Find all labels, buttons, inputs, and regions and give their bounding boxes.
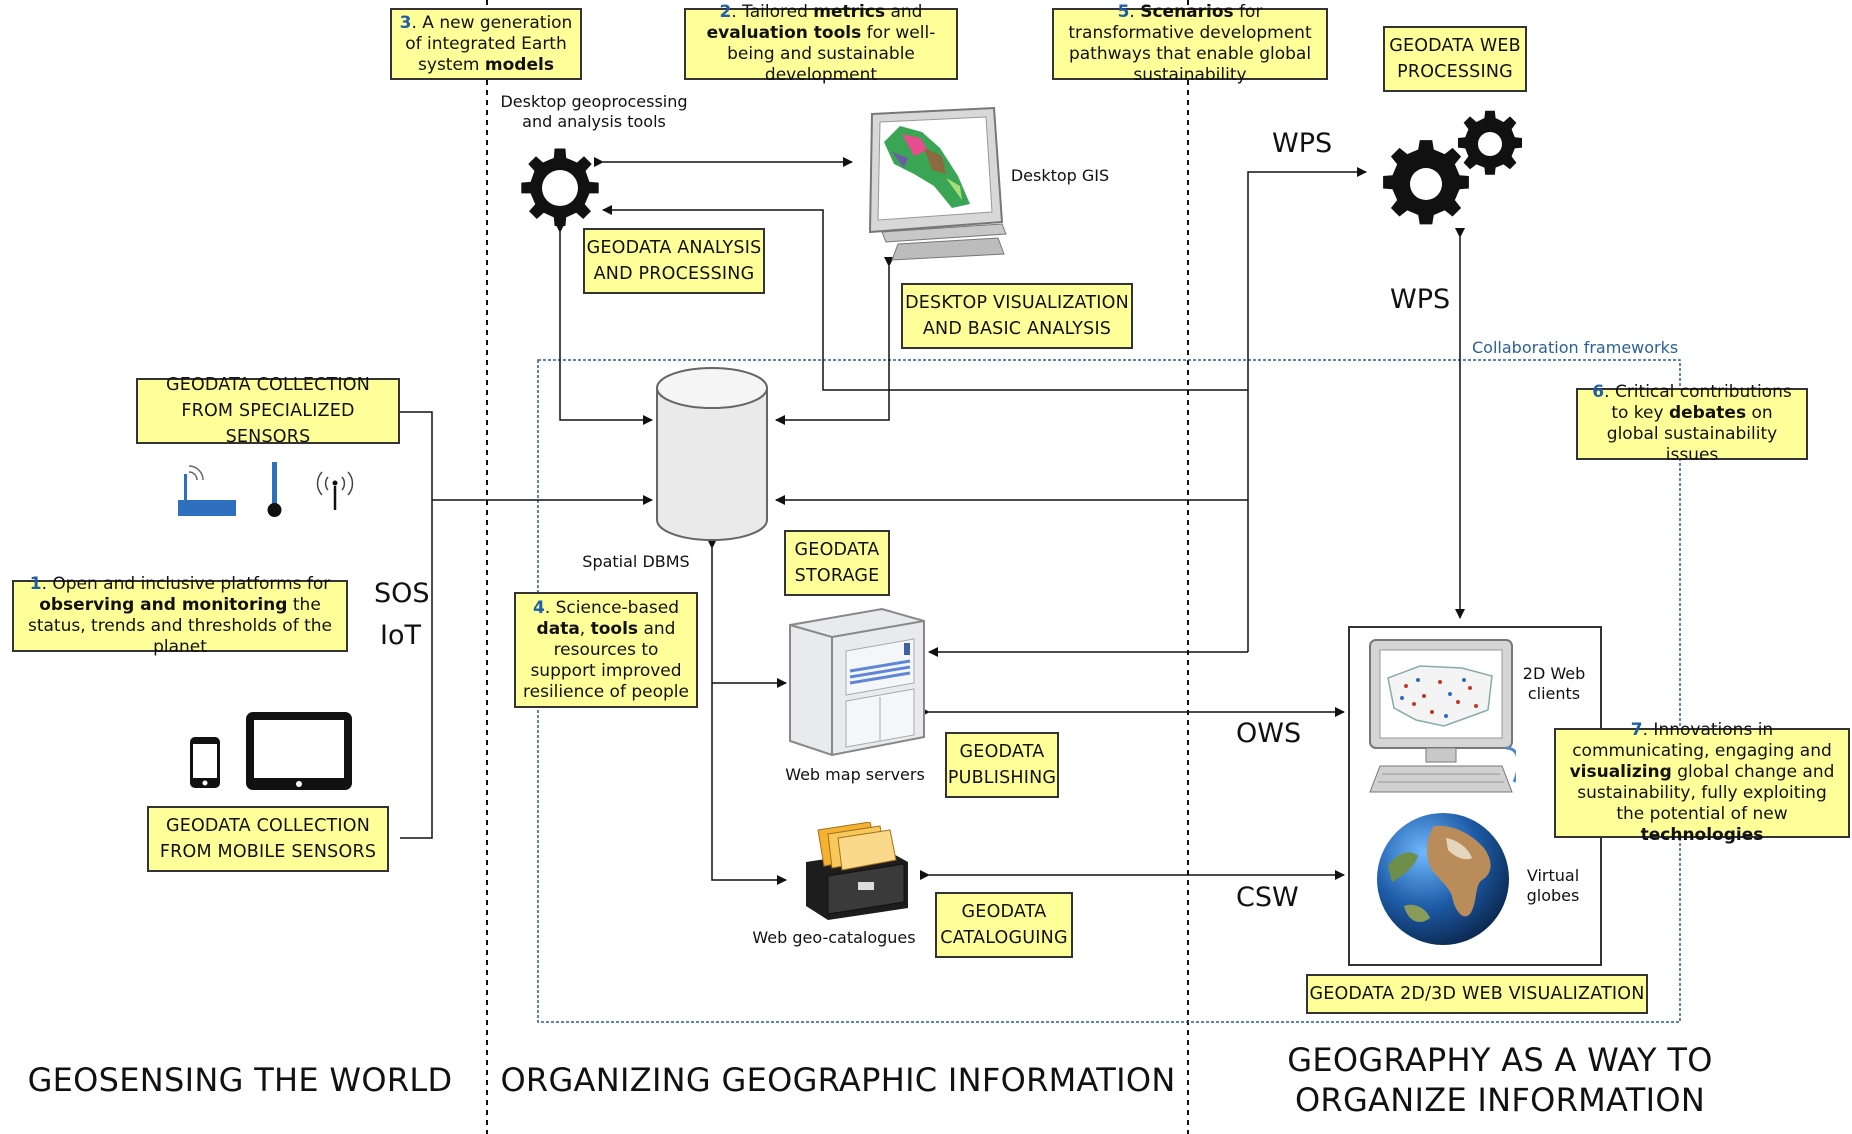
note-7-text-b: global change and sustainability, fully … [1577, 762, 1835, 824]
note-2-number: 2 [719, 2, 732, 22]
note-4-text-b: , [579, 618, 591, 639]
note-5-text-b: for transformative development pathways … [1068, 2, 1312, 85]
note-5: 5. Scenarios for transformative developm… [1052, 2, 1328, 85]
note-2: 2. Tailored metrics and evaluation tools… [684, 2, 958, 85]
csw-label: CSW [1236, 882, 1299, 913]
section-geography-line-1: GEOGRAPHY AS A WAY TO [1287, 1041, 1713, 1079]
web-clients-2d-label: 2D Web clients [1522, 664, 1586, 703]
smartphone-icon [190, 737, 220, 788]
note-6: 6. Critical contributions to key debates… [1576, 382, 1808, 465]
note-3-number: 3 [399, 12, 412, 33]
geodata-web-visualization-box: GEODATA 2D/3D WEB VISUALIZATION [1306, 974, 1648, 1014]
note-4-bold-a: data [536, 618, 580, 639]
note-4-text-a: . Science-based [544, 597, 679, 618]
note-2-bold-b: evaluation tools [706, 23, 862, 43]
note-6-text-a: . Critical contributions to key [1604, 382, 1792, 423]
spatial-dbms-label: Spatial DBMS [582, 552, 690, 571]
note-5-bold-a: Scenarios [1140, 2, 1234, 22]
note-7-number: 7 [1630, 720, 1643, 740]
section-geography-line-2: ORGANIZE INFORMATION [1294, 1081, 1706, 1119]
section-geosensing: GEOSENSING THE WORLD [27, 1061, 453, 1099]
note-3-text-a: . A new generation of integrated Earth s… [405, 12, 573, 75]
web-map-server-icon [789, 607, 925, 757]
note-6-number: 6 [1592, 382, 1605, 402]
web-geo-catalogues-label: Web geo-catalogues [752, 928, 916, 947]
virtual-globes-label: Virtual globes [1526, 866, 1580, 905]
iot-label: IoT [380, 620, 421, 651]
desktop-monitor-icon [868, 106, 1007, 261]
geodata-publishing-box: GEODATA PUBLISHING [945, 732, 1059, 798]
desktop-tools-label: Desktop geoprocessing and analysis tools [500, 92, 688, 131]
geodata-cataloguing-box: GEODATA CATALOGUING [935, 892, 1073, 958]
tablet-icon [246, 712, 352, 790]
database-icon [656, 367, 768, 541]
geodata-collection-specialized-box: GEODATA COLLECTION FROM SPECIALIZED SENS… [136, 375, 400, 447]
arrow-dbms-servers [707, 539, 787, 885]
note-4-bold-b: tools [590, 618, 639, 639]
geodata-storage-box: GEODATA STORAGE [784, 530, 890, 596]
note-4: 4. Science-based data, tools and resourc… [514, 592, 698, 708]
thermometer-icon [267, 462, 282, 517]
note-7: 7. Innovations in communicating, engagin… [1554, 720, 1850, 845]
web-map-servers-label: Web map servers [785, 765, 925, 784]
note-2-text-c: for well-being and sustainable developme… [727, 23, 936, 85]
note-1-text-a: . Open and inclusive platforms for [41, 574, 331, 594]
gear-icon [521, 148, 599, 226]
arrow-analysis-loop [602, 205, 1248, 391]
sos-label: SOS [374, 578, 430, 609]
note-5-text-a: . [1129, 2, 1141, 22]
desktop-visualization-box: DESKTOP VISUALIZATION AND BASIC ANALYSIS [901, 283, 1133, 349]
note-1-number: 1 [29, 574, 42, 594]
note-1-text-b: the status, trends and thresholds of the… [27, 595, 332, 657]
web-client-monitor-icon [1369, 639, 1516, 793]
arrow-gear-dbms [555, 223, 653, 425]
collaboration-frameworks-label: Collaboration frameworks [1472, 338, 1679, 357]
note-7-bold-a: visualizing [1569, 762, 1672, 782]
geodata-analysis-box: GEODATA ANALYSIS AND PROCESSING [583, 228, 765, 294]
note-2-text-a: . Tailored [731, 2, 814, 22]
note-3: 3. A new generation of integrated Earth … [390, 8, 582, 80]
arrow-wps-to-processing [1247, 167, 1367, 652]
note-6-text-b: on global sustainability issues [1606, 403, 1778, 465]
arrow-gis-dbms [775, 257, 894, 425]
note-2-text-b: and [885, 2, 923, 22]
wps-mid-label: WPS [1390, 284, 1451, 315]
note-1: 1. Open and inclusive platforms for obse… [12, 574, 348, 657]
desktop-gis-label: Desktop GIS [1010, 166, 1110, 185]
line-specialized-sensors [400, 411, 433, 839]
globe-icon [1377, 813, 1509, 945]
geodata-collection-mobile-box: GEODATA COLLECTION FROM MOBILE SENSORS [147, 806, 389, 872]
section-organizing: ORGANIZING GEOGRAPHIC INFORMATION [500, 1061, 1176, 1099]
geo-catalogue-drawer-icon [806, 822, 908, 920]
geodata-web-processing-box: GEODATA WEB PROCESSING [1383, 26, 1527, 92]
note-4-number: 4 [532, 597, 545, 618]
note-3-bold-a: models [484, 54, 554, 75]
note-7-text-a: . Innovations in communicating, engaging… [1572, 720, 1832, 761]
wps-top-label: WPS [1272, 128, 1333, 159]
wireless-sensor-icon [316, 471, 354, 510]
note-4-text-c: and resources to support improved resili… [523, 618, 689, 702]
router-icon [178, 465, 236, 516]
note-6-bold-a: debates [1668, 403, 1747, 423]
note-7-bold-b: technologies [1640, 825, 1764, 845]
ows-label: OWS [1236, 718, 1302, 749]
note-5-number: 5 [1117, 2, 1130, 22]
web-processing-gears-icon [1383, 110, 1522, 225]
note-2-bold-a: metrics [813, 2, 886, 22]
note-1-bold-a: observing and monitoring [39, 595, 288, 615]
